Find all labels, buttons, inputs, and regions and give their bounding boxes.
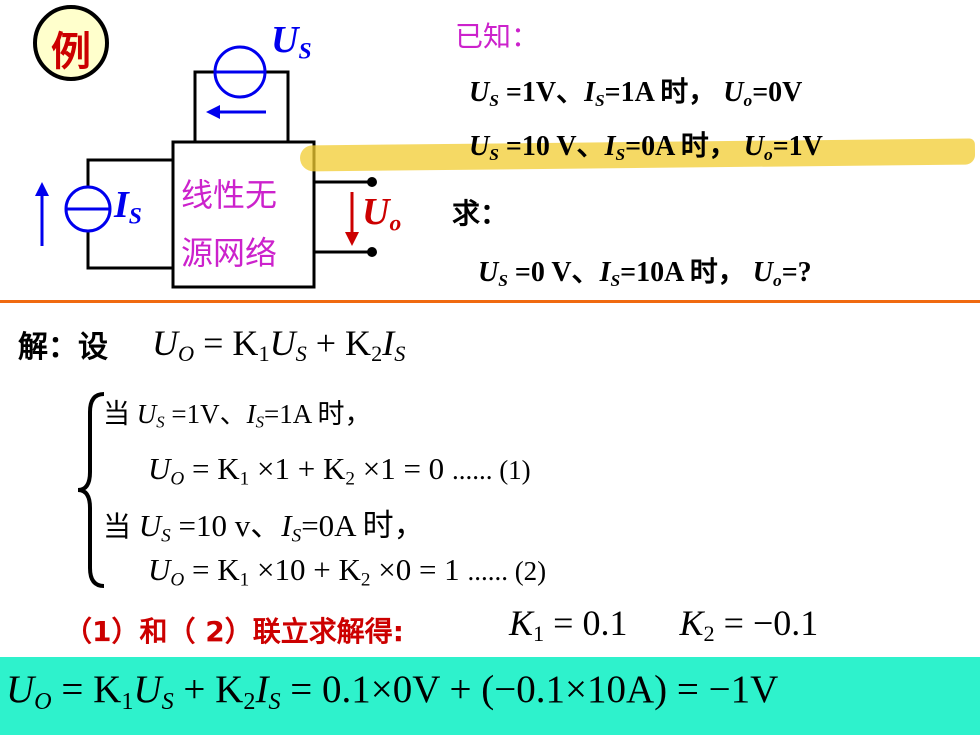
solution-main-equation: UO = K1US + K2IS [152, 323, 406, 367]
combine-text: （1）和（ 2）联立求解得: [64, 615, 404, 648]
solution-label: 解：设 [18, 330, 108, 365]
uo-label: Uo [362, 191, 402, 237]
find-condition: US =0 V、IS=10A 时， Uo=? [478, 257, 812, 290]
arrow-down-icon [345, 232, 359, 246]
us-label: US [271, 19, 312, 65]
arrow-left-icon [206, 105, 220, 119]
system-brace [77, 392, 105, 588]
given-condition-2: US =10 V、IS=0A 时， Uo=1V [469, 131, 823, 164]
example-badge-text: 例 [51, 29, 91, 75]
combine-values: K1 = 0.1 K2 = −0.1 [509, 603, 819, 647]
case2-condition: 当 US =10 v、IS=0A 时， [103, 508, 425, 547]
network-box [171, 140, 316, 289]
case2-equation: UO = K1 ×10 + K2 ×0 = 1 ...... (2) [148, 552, 547, 591]
case1-condition: 当 US =1V、IS=1A 时， [103, 399, 372, 432]
given-condition-1: US =1V、IS=1A 时， Uo=0V [469, 77, 803, 110]
terminal-bottom-icon [367, 247, 377, 257]
result-banner [0, 657, 980, 735]
circuit-diagram [35, 45, 377, 289]
case1-equation: UO = K1 ×1 + K2 ×1 = 0 ...... (1) [148, 451, 531, 490]
result-equation: UO = K1US + K2IS = 0.1×0V + (−0.1×10A) =… [6, 668, 779, 715]
network-label-line2: 源网络 [181, 234, 278, 272]
given-heading: 已知： [455, 20, 540, 53]
find-heading: 求： [452, 197, 509, 230]
example-badge: 例 [33, 5, 109, 81]
network-label-line1: 线性无 [181, 176, 278, 214]
divider-line [0, 300, 980, 303]
is-label: IS [114, 184, 142, 230]
terminal-top-icon [367, 177, 377, 187]
arrow-up-icon [35, 182, 49, 196]
